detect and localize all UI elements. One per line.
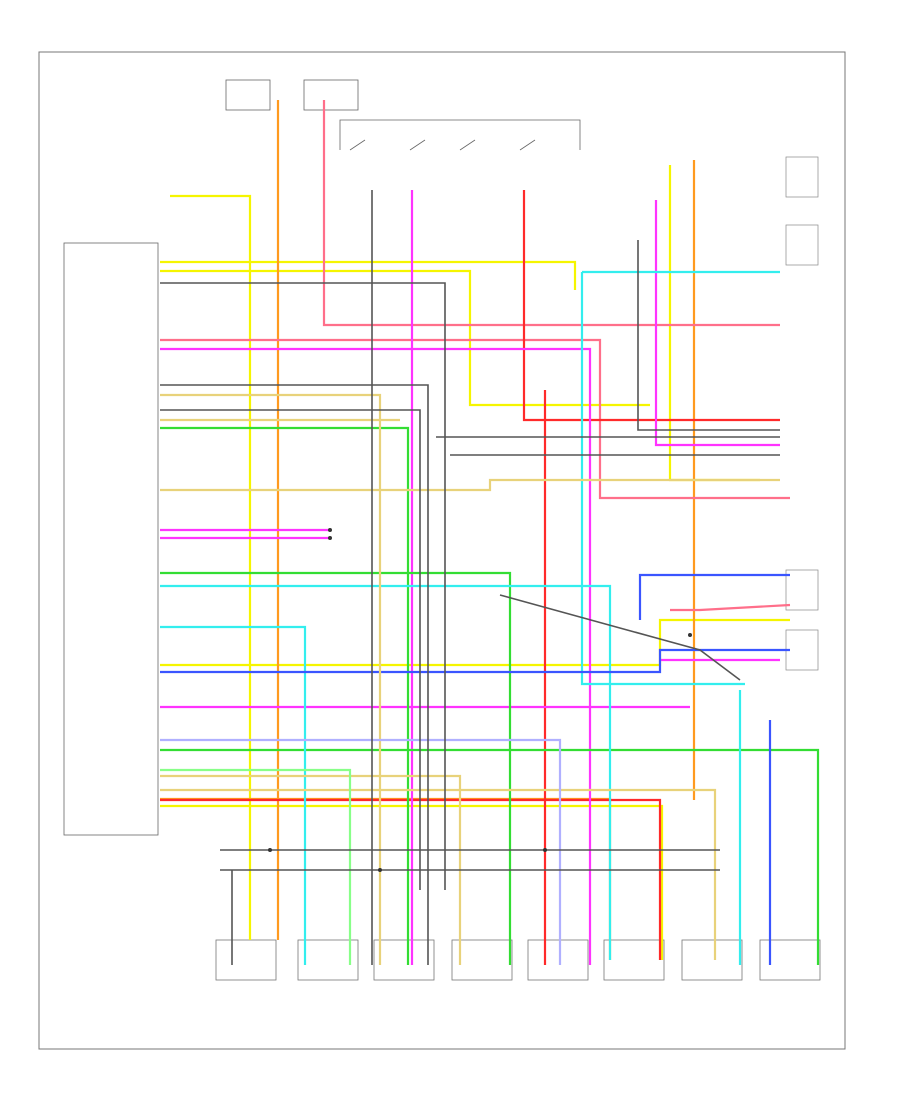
component-box-7: [681, 939, 743, 981]
diagram-frame: [38, 51, 846, 1050]
component-box-1: [215, 939, 277, 981]
component-box-6: [603, 939, 665, 981]
wire-cyan-5: [160, 584, 612, 960]
switch-3: [459, 139, 476, 151]
wire-magenta-6: [654, 200, 780, 447]
wire-orange-2: [160, 797, 612, 960]
wire-red-2: [160, 798, 662, 960]
top-fuse-box-1: [225, 79, 271, 111]
splice-dot: [328, 528, 332, 532]
switch-2: [409, 139, 426, 151]
wire-light-green-1: [160, 768, 352, 965]
wire-blue-1: [160, 648, 790, 674]
wire-lavender-1: [160, 738, 562, 965]
wire-gray-2: [160, 384, 429, 965]
wire-yellow-3: [160, 618, 790, 667]
component-box-5: [527, 939, 589, 981]
bottom-components: [215, 939, 821, 981]
control-module-box: [63, 242, 159, 836]
splice-dot: [688, 633, 692, 637]
component-box-4: [451, 939, 513, 981]
splice-dot: [378, 868, 382, 872]
wire-blue-2: [638, 573, 790, 620]
wire-yellow-1: [160, 260, 577, 290]
wire-pink-2: [322, 100, 780, 327]
wire-tan-5: [160, 788, 717, 960]
top-switch-bracket: [339, 119, 581, 150]
splice-points: [268, 528, 692, 872]
wire-tan-3: [160, 478, 780, 492]
wire-pink-3: [670, 603, 791, 612]
wire-gray-1: [160, 282, 446, 890]
component-box-2: [297, 939, 359, 981]
switch-4: [519, 139, 536, 151]
wire-tan-1: [160, 393, 382, 965]
right-connector-upper-2: [785, 224, 819, 266]
splice-dot: [328, 536, 332, 540]
top-fuse-box-2: [303, 79, 359, 111]
right-connector-middle-2: [785, 629, 819, 671]
splice-dot: [543, 848, 547, 852]
wire-cyan-1: [160, 625, 307, 965]
right-connector-middle: [785, 569, 819, 611]
wire-red-1: [522, 190, 780, 422]
wire-yellow-top: [170, 194, 252, 940]
wire-yellow-2: [160, 269, 650, 407]
top-switches: [225, 79, 581, 151]
wire-cyan-2: [580, 272, 745, 686]
right-connector-upper: [785, 156, 819, 198]
wire-yellow-4: [160, 804, 664, 960]
wire-magenta-1: [160, 347, 592, 965]
wire-tan-4: [160, 774, 462, 965]
wire-green-1: [160, 426, 410, 965]
component-box-8: [759, 939, 821, 981]
wire-green-3: [160, 748, 820, 965]
component-box-3: [373, 939, 435, 981]
switch-1: [349, 139, 366, 151]
wire-gray-11: [499, 594, 741, 681]
wire-yellow-right: [668, 165, 760, 482]
wire-gray-8: [637, 240, 780, 431]
wire-green-2: [160, 571, 512, 965]
wire-gray-3: [160, 409, 421, 890]
splice-dot: [268, 848, 272, 852]
wires: [160, 100, 820, 965]
